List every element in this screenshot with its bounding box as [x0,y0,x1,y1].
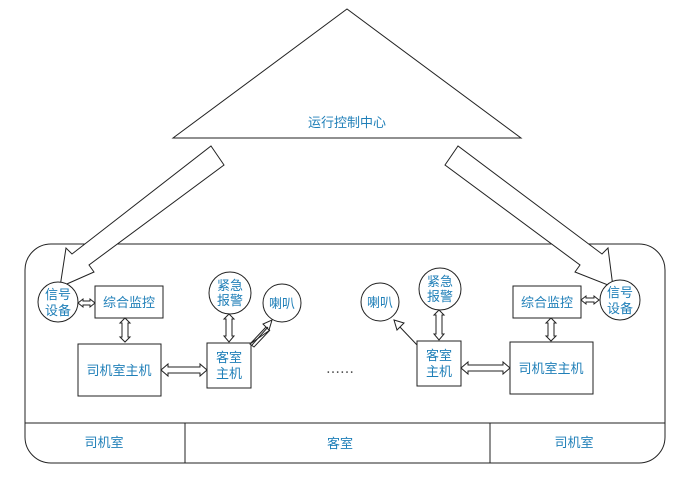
left-alarm-label-1: 紧急 [217,279,243,294]
more-cars-ellipsis: …… [326,361,354,377]
left-driver-host-label: 司机室主机 [86,363,151,379]
right-driver-host-box [509,341,594,395]
right-monitor-label: 综合监控 [521,296,573,311]
left-signal-label-1: 信号 [45,288,71,303]
left-host-cabin-connector [160,362,208,378]
left-speaker-arrow-shaft [251,326,269,346]
right-signal-label-1: 信号 [607,286,633,301]
left-monitor-label: 综合监控 [103,296,155,311]
left-alarm-label-2: 报警 [217,293,243,309]
left-driver-host-box [77,343,162,397]
right-cab-group: 喇叭 紧急 报警 客室 主机 司机室主机 综合监控 信号 设备 [360,267,641,395]
right-driver-host-label: 司机室主机 [518,361,583,377]
left-signal-equipment-node [37,281,79,323]
left-downlink-arrow [59,145,225,288]
right-monitor-box [512,285,582,319]
right-monitor-host-connector [544,317,558,342]
right-cabin-host-box [416,340,462,387]
right-emergency-alarm-node [418,267,462,311]
control-center-triangle [171,8,523,139]
right-alarm-cabin-connector [432,309,446,341]
right-signal-equipment-node [599,279,641,321]
bottom-left-driver-cab-label: 司机室 [84,435,123,451]
left-cabin-host-label-1: 客室 [216,350,242,366]
left-speaker-arrow [249,319,273,348]
bottom-right-driver-cab-label: 司机室 [554,435,593,451]
right-speaker-arrow-shaft [398,325,419,347]
left-monitor-box [94,285,164,319]
left-monitor-host-connector [118,317,132,343]
left-signal-monitor-connector [77,297,96,309]
left-speaker-label: 喇叭 [269,297,295,312]
control-center-label: 运行控制中心 [308,116,386,131]
right-cabin-host-label-1: 客室 [426,348,452,364]
left-signal-label-2: 设备 [45,303,71,319]
right-speaker-arrow-head [393,319,405,331]
right-alarm-label-1: 紧急 [427,275,453,290]
right-speaker-label: 喇叭 [367,296,393,311]
left-speaker-node [262,283,302,323]
right-cabin-host-connector [460,360,511,376]
right-monitor-signal-connector [580,294,600,306]
right-signal-label-2: 设备 [607,301,633,317]
left-cabin-host-label-2: 主机 [216,367,242,382]
right-speaker-node [360,282,400,322]
left-cabin-host-box [206,342,252,389]
bottom-passenger-cabin-label: 客室 [327,436,353,452]
left-alarm-cabin-connector [222,313,236,343]
left-emergency-alarm-node [208,271,252,315]
right-alarm-label-2: 报警 [427,289,453,305]
train-body-outline [24,243,666,464]
right-cabin-host-label-2: 主机 [426,365,452,380]
left-cab-group: 信号 设备 综合监控 司机室主机 紧急 报警 客室 主机 喇叭 [37,271,302,397]
right-downlink-arrow [444,145,614,288]
